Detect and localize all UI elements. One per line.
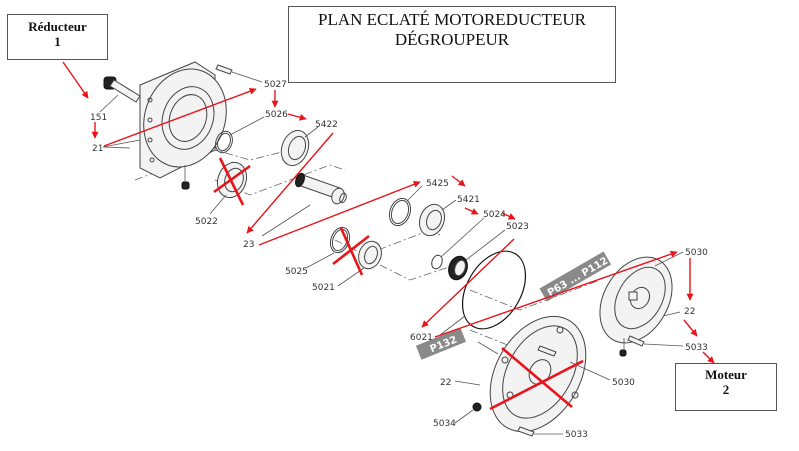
moteur-number: 2 (722, 382, 730, 397)
part-21-housing (102, 61, 227, 190)
part-6021-o-ring (439, 250, 527, 336)
size-tag-p63-p112: P63 ... P112 (539, 251, 612, 302)
part-5025-ring (305, 226, 351, 269)
diagram-title-line2: DÉGROUPEUR (394, 30, 510, 49)
label-22-top: 22 (684, 307, 695, 317)
label-23: 23 (243, 240, 254, 250)
part-22-flange-bottom (454, 315, 611, 437)
label-6021: 6021 (410, 333, 433, 343)
label-5022: 5022 (195, 217, 218, 227)
red-annotation-arrows (62, 61, 715, 364)
part-23-shaft (261, 172, 347, 237)
label-5026: 5026 (265, 110, 288, 120)
reducteur-label: Réducteur (28, 19, 87, 34)
reducteur-number: 1 (54, 34, 61, 49)
reducteur-box: Réducteur 1 (7, 14, 108, 60)
label-22-bottom: 22 (440, 378, 451, 388)
part-5027-bolt (215, 64, 263, 83)
label-5021: 5021 (312, 283, 335, 293)
part-151-screw (99, 76, 141, 113)
label-5425: 5425 (426, 179, 449, 189)
label-5030-top: 5030 (685, 248, 708, 258)
red-cross-5025-5021 (332, 227, 370, 276)
label-5033-top: 5033 (685, 343, 708, 353)
label-5421: 5421 (457, 195, 480, 205)
part-labels: 151 21 5027 5026 5422 5022 23 5425 5421 … (90, 80, 708, 440)
label-21: 21 (92, 144, 103, 154)
part-5024-ring (431, 217, 485, 270)
part-5026-ring (215, 116, 265, 154)
label-5025: 5025 (285, 267, 308, 277)
label-151: 151 (90, 113, 107, 123)
part-5421-bearing (418, 199, 457, 237)
part-5022-bearing (209, 161, 248, 215)
part-5422-bearing (280, 126, 319, 166)
svg-text:P63 ... P112: P63 ... P112 (546, 256, 610, 299)
label-5034: 5034 (433, 419, 456, 429)
part-22-flange-top (599, 251, 684, 357)
part-5023-seal (448, 229, 506, 281)
label-5033-bottom: 5033 (565, 430, 588, 440)
part-5425-ring (388, 185, 423, 227)
red-cross-5022 (213, 157, 251, 206)
label-5023: 5023 (506, 222, 529, 232)
label-5024: 5024 (483, 210, 506, 220)
label-5030-bottom: 5030 (612, 378, 635, 388)
moteur-box: Moteur 2 (675, 363, 777, 411)
label-5422: 5422 (315, 120, 338, 130)
label-5027: 5027 (264, 80, 287, 90)
red-cross-flange-p132 (489, 347, 584, 411)
diagram-title-line1: PLAN ECLATÉ MOTOREDUCTEUR (318, 10, 586, 29)
diagram-title-box: PLAN ECLATÉ MOTOREDUCTEUR DÉGROUPEUR (288, 6, 616, 83)
moteur-label: Moteur (705, 367, 747, 382)
